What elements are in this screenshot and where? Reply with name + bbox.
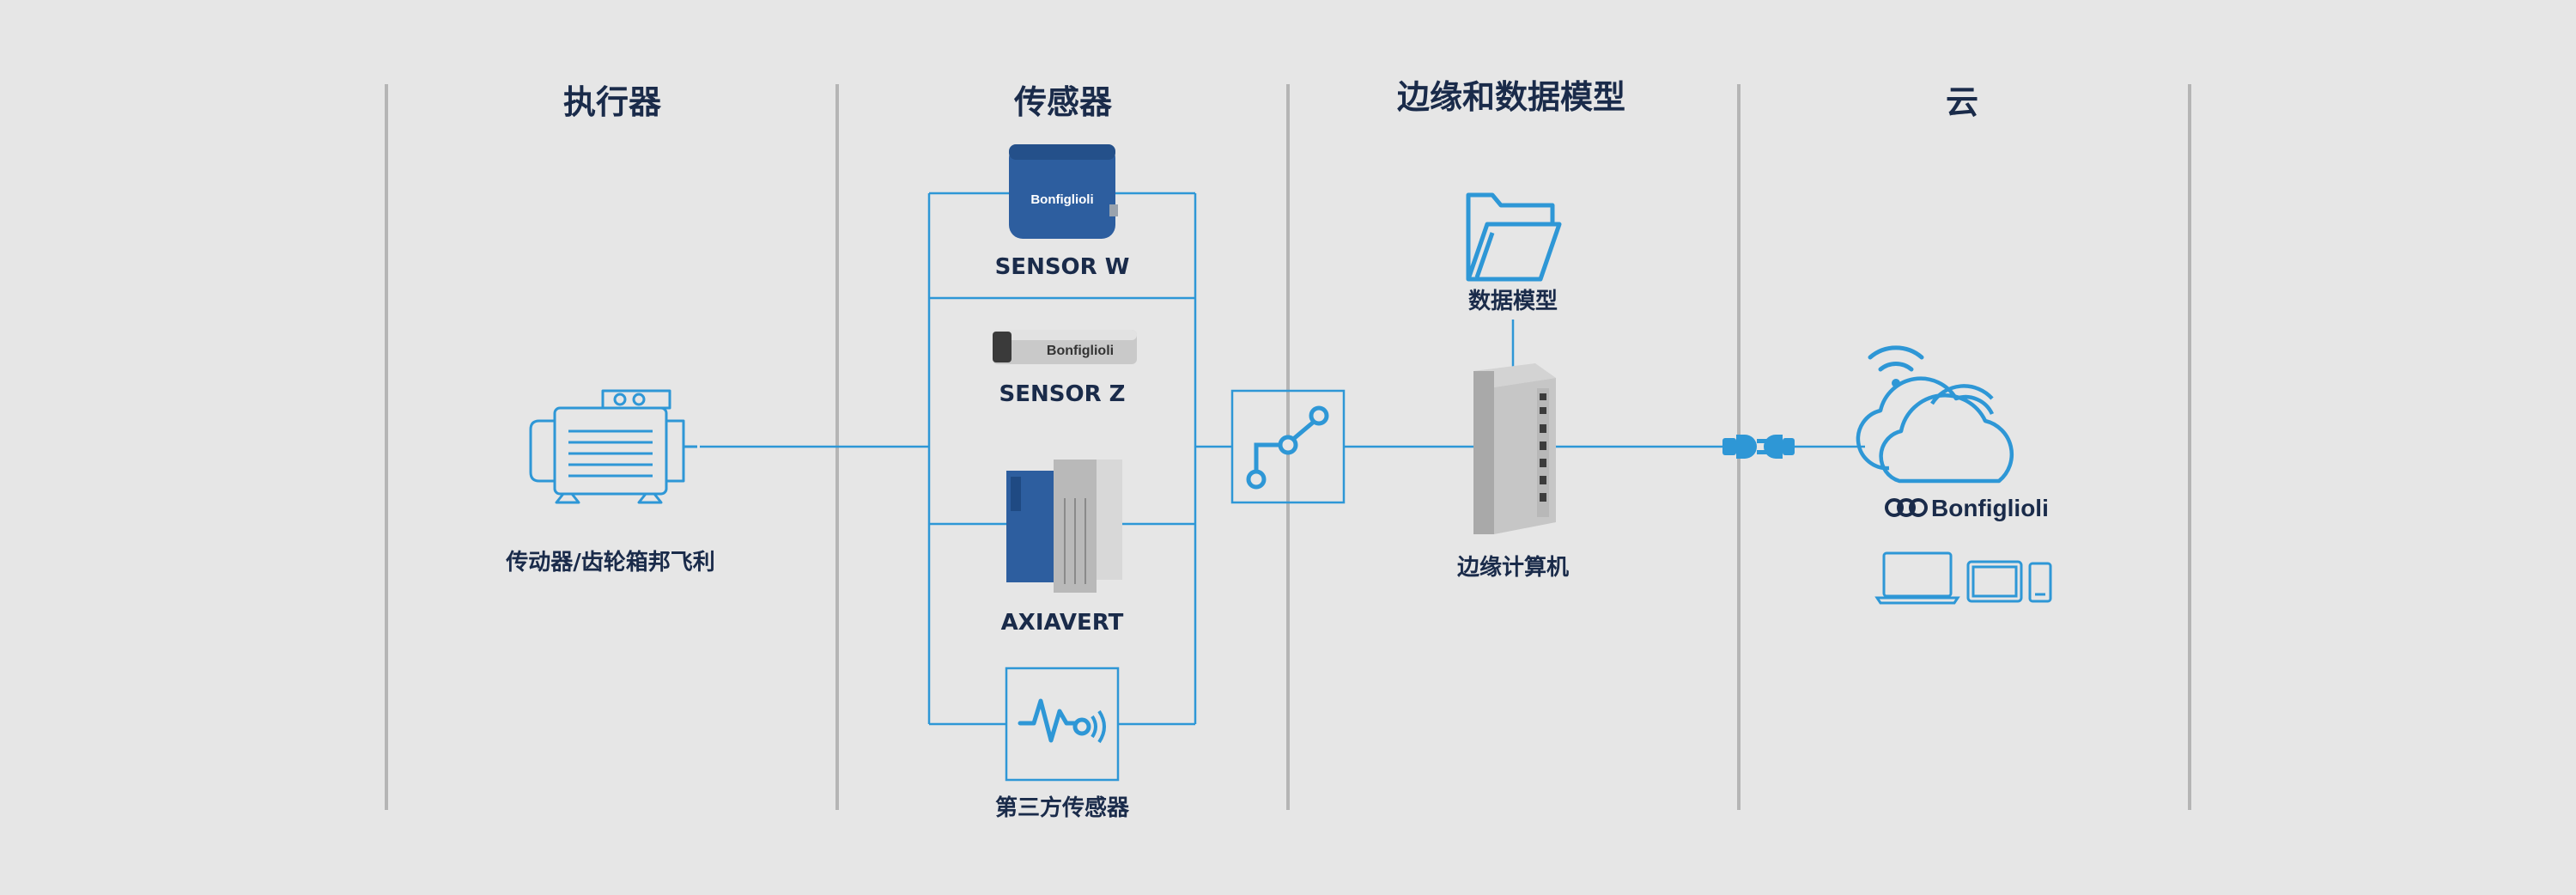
third-party-box [1005, 667, 1120, 782]
signal-wave-1 [1091, 715, 1097, 739]
waveform [1018, 698, 1078, 743]
folder-edge [1474, 232, 1495, 278]
motor-foot-left [555, 493, 580, 504]
signal-source [1072, 717, 1091, 736]
label-sensor-z: SENSOR Z [999, 381, 1126, 407]
laptop-base [1874, 596, 1960, 605]
motor-body [553, 406, 668, 496]
sensor-z-device: Bonfiglioli [993, 330, 1137, 364]
phone-icon [2028, 562, 2052, 603]
label-axiavert: AXIAVERT [1000, 610, 1124, 636]
sensor-z-highlight [993, 330, 1137, 340]
label-motor: 传动器/齿轮箱邦飞利 [506, 550, 715, 575]
tablet-icon [1966, 560, 2023, 603]
sensor-w-device: Bonfiglioli [1009, 144, 1118, 239]
label-edge-computer: 边缘计算机 [1456, 555, 1569, 581]
sensor-w-top [1009, 144, 1115, 160]
logo-text: Bonfiglioli [1931, 495, 2049, 521]
wifi-arc-inner [1878, 362, 1914, 372]
vibration-sensor-icon [1005, 667, 1120, 782]
axiavert-drive-device [1006, 460, 1122, 593]
folder-front [1466, 222, 1562, 282]
electric-motor-icon [529, 389, 697, 504]
plug-left-cable [1722, 438, 1736, 455]
edge-port-2 [1540, 407, 1546, 414]
cloud-back [1856, 376, 1995, 471]
plug-prong-1 [1757, 439, 1769, 443]
tablet-screen [1971, 565, 2018, 598]
node-path [1254, 416, 1321, 479]
edge-side-face [1473, 371, 1494, 534]
edge-port-5 [1540, 459, 1546, 467]
column-header-sensor: 传感器 [1013, 83, 1112, 121]
node-2 [1278, 435, 1298, 455]
laptop-screen [1882, 551, 1953, 598]
gateway-box [1230, 389, 1346, 504]
cloud-arc [1930, 384, 1994, 405]
edge-port-6 [1540, 476, 1546, 484]
edge-ports [1540, 393, 1546, 502]
wifi-icon [1868, 345, 1924, 387]
column-header-cloud: 云 [1945, 83, 1978, 121]
column-header-actuator: 执行器 [562, 83, 661, 121]
edge-port-4 [1540, 441, 1546, 450]
sensor-w-logo: Bonfiglioli [1030, 192, 1093, 207]
edge-port-1 [1540, 393, 1546, 400]
sensor-z-cap [993, 332, 1012, 362]
folder-icon [1466, 192, 1562, 282]
laptop-icon [1874, 551, 1960, 605]
plug-prong-2 [1757, 450, 1769, 454]
motor-end-cap [529, 419, 555, 483]
motor-terminal-box [601, 389, 671, 410]
motor-foot-right [637, 493, 663, 504]
cloud-icon [1856, 376, 2014, 484]
connection-lines [700, 192, 1865, 726]
tablet-body [1966, 560, 2023, 603]
motor-flange [665, 419, 685, 483]
motor-terminal-2 [632, 393, 646, 406]
label-data-model: 数据模型 [1467, 289, 1558, 314]
edge-port-3 [1540, 424, 1546, 433]
network-node-icon [1230, 389, 1346, 504]
label-third-party: 第三方传感器 [994, 795, 1129, 821]
edge-computer-device [1473, 363, 1556, 534]
logo-ring-3 [1909, 498, 1928, 517]
sensor-z-logo: Bonfiglioli [1047, 344, 1114, 358]
folder-back [1466, 192, 1555, 279]
column-header-edge: 边缘和数据模型 [1396, 78, 1625, 116]
bonfiglioli-logo: Bonfiglioli [1885, 495, 2049, 521]
edge-port-7 [1540, 493, 1546, 502]
axiavert-front-detail [1011, 477, 1021, 511]
plug-right-cable [1783, 438, 1795, 455]
power-plug-icon [1722, 435, 1795, 459]
node-1 [1246, 469, 1267, 490]
sensor-w-connector [1109, 204, 1118, 216]
logo-ring-1 [1885, 498, 1904, 517]
edge-port-panel [1537, 388, 1549, 517]
cloud-front [1879, 393, 2014, 484]
phone-body [2028, 562, 2052, 603]
sensor-w-housing [1009, 144, 1115, 239]
plug-left-body [1736, 435, 1757, 459]
node-3 [1309, 405, 1329, 426]
wifi-arc-outer [1868, 345, 1924, 360]
signal-wave-2 [1097, 709, 1106, 744]
axiavert-module [1097, 460, 1122, 580]
plug-right-body [1764, 435, 1783, 459]
logo-ring-2 [1897, 498, 1916, 517]
label-sensor-w: SENSOR W [994, 254, 1130, 280]
motor-terminal-1 [613, 393, 627, 406]
logo-mark [1885, 498, 1928, 517]
